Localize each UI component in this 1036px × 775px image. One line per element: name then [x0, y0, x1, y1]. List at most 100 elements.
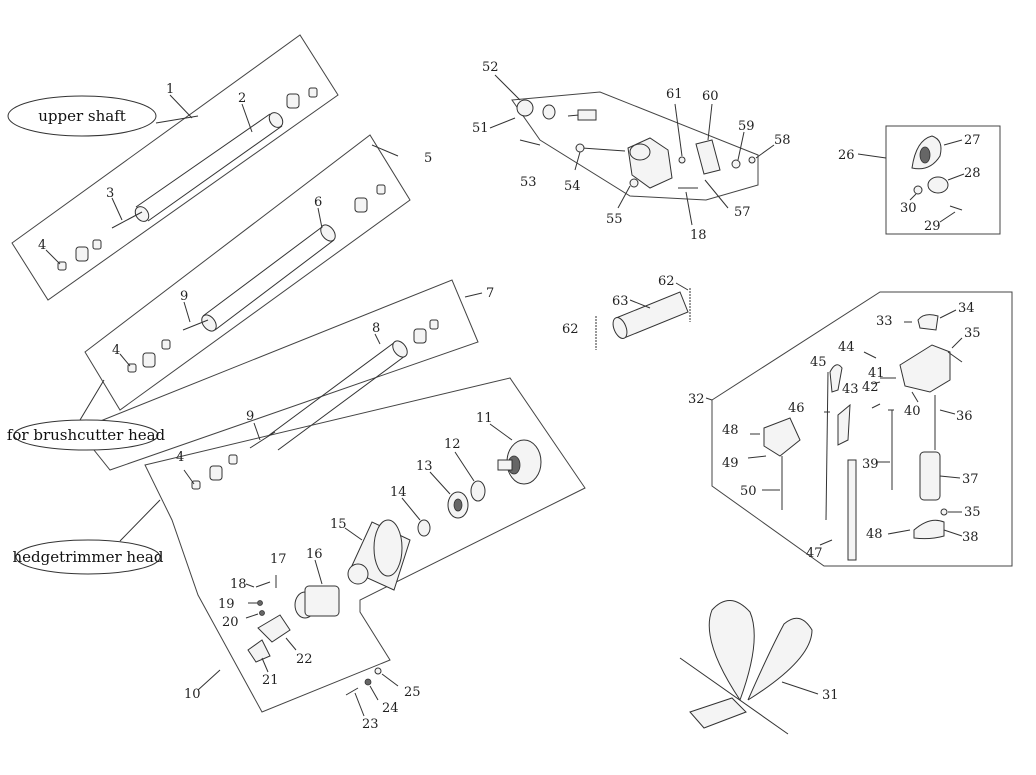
panel-hedgetrimmer: hedgetrimmer head	[13, 377, 586, 717]
plate-60	[695, 139, 721, 175]
callout-11: 11	[476, 411, 493, 426]
callout-61: 61	[666, 87, 683, 102]
panel-upper-shaft: upper shaft	[7, 34, 339, 301]
bushing-left-b	[92, 239, 102, 250]
grip-63	[612, 291, 689, 339]
nut-19	[257, 600, 263, 606]
bushing-right-b	[308, 87, 318, 98]
callout-37: 37	[962, 472, 979, 487]
callout-54: 54	[564, 179, 581, 194]
throttle-housing-40	[899, 344, 951, 393]
callout-51: 51	[472, 121, 489, 136]
callout-12: 12	[444, 437, 461, 452]
callout-17: 17	[270, 552, 287, 567]
handle-grip-assembly	[595, 282, 691, 350]
grip-37	[919, 451, 941, 501]
callout-4b: 4	[112, 343, 120, 358]
callout-41: 41	[868, 366, 885, 381]
cable-47	[847, 459, 857, 561]
callout-47: 47	[806, 546, 823, 561]
callout-28: 28	[964, 166, 981, 181]
clamp-tube-16	[294, 585, 340, 619]
callout-14: 14	[390, 485, 407, 500]
callout-38: 38	[962, 530, 979, 545]
handle-bracket-assembly	[489, 74, 775, 226]
callout-1: 1	[166, 82, 174, 97]
label-brushcutter-text: for brushcutter head	[7, 426, 166, 444]
clamp-27	[911, 135, 942, 170]
callout-20: 20	[222, 615, 239, 630]
callout-15: 15	[330, 517, 347, 532]
callout-34: 34	[958, 301, 975, 316]
callout-49: 49	[722, 456, 739, 471]
callout-13: 13	[416, 459, 433, 474]
washer-14	[417, 519, 431, 537]
bracket-body	[627, 137, 673, 189]
callout-19: 19	[218, 597, 235, 612]
callout-18b: 18	[690, 228, 707, 243]
shaft-tube-9	[249, 431, 276, 449]
bushing-b2-a	[354, 197, 368, 213]
bushing-left-a	[75, 246, 89, 262]
callout-21: 21	[262, 673, 279, 688]
callout-4a: 4	[38, 238, 46, 253]
bushing-b2-d	[161, 339, 171, 350]
callout-24: 24	[382, 701, 399, 716]
gear-11	[497, 439, 542, 485]
callout-58: 58	[774, 133, 791, 148]
callout-48b: 48	[866, 527, 883, 542]
bracket-21	[247, 639, 271, 663]
label-upper-shaft-text: upper shaft	[38, 107, 126, 125]
pin-4c	[191, 480, 201, 490]
handle-clamp-box	[857, 125, 1001, 235]
callout-29: 29	[924, 219, 941, 234]
callout-52: 52	[482, 60, 499, 75]
gearhousing-15	[347, 519, 411, 591]
plate-50	[763, 417, 801, 457]
bushing-b2-c	[142, 352, 156, 368]
callout-23: 23	[362, 717, 379, 732]
callout-42: 42	[862, 380, 879, 395]
callout-35b: 35	[964, 505, 981, 520]
callout-4c: 4	[176, 450, 184, 465]
lever-43	[837, 403, 851, 446]
callout-40: 40	[904, 404, 921, 419]
ring-52	[516, 99, 534, 117]
label-brushcutter: for brushcutter head	[7, 419, 166, 451]
callout-33: 33	[876, 314, 893, 329]
circlip-12	[470, 480, 486, 502]
switch-38	[913, 519, 945, 540]
label-upper-shaft: upper shaft	[7, 95, 157, 137]
callout-3: 3	[106, 186, 114, 201]
bushing-b3-a	[413, 328, 427, 344]
callout-62a: 62	[562, 322, 579, 337]
callout-25: 25	[404, 685, 421, 700]
callout-39: 39	[862, 457, 879, 472]
callout-6: 6	[314, 195, 322, 210]
callout-63: 63	[612, 294, 629, 309]
callout-30: 30	[900, 201, 917, 216]
nut-30	[913, 185, 923, 195]
nut-24	[364, 678, 372, 686]
callout-22: 22	[296, 652, 313, 667]
callout-numbers: 1 2 3 4 5 6 7 8 9 4 9 4 10 11 12 13 14 1…	[38, 60, 981, 732]
callout-27: 27	[964, 133, 981, 148]
callout-36: 36	[956, 409, 973, 424]
cap-34	[917, 314, 939, 331]
callout-9b: 9	[246, 409, 254, 424]
label-hedgetrimmer-text: hedgetrimmer head	[13, 548, 164, 566]
callout-60: 60	[702, 89, 719, 104]
washer-25	[374, 667, 382, 675]
callout-55: 55	[606, 212, 623, 227]
callout-16: 16	[306, 547, 323, 562]
throttle-assembly	[705, 291, 1013, 567]
callout-7: 7	[486, 286, 494, 301]
bushing-b2-b	[376, 184, 386, 195]
callout-48a: 48	[722, 423, 739, 438]
callout-18a: 18	[230, 577, 247, 592]
callout-59: 59	[738, 119, 755, 134]
callout-2: 2	[238, 91, 246, 106]
callout-5: 5	[424, 151, 432, 166]
clamp-22	[257, 614, 291, 643]
